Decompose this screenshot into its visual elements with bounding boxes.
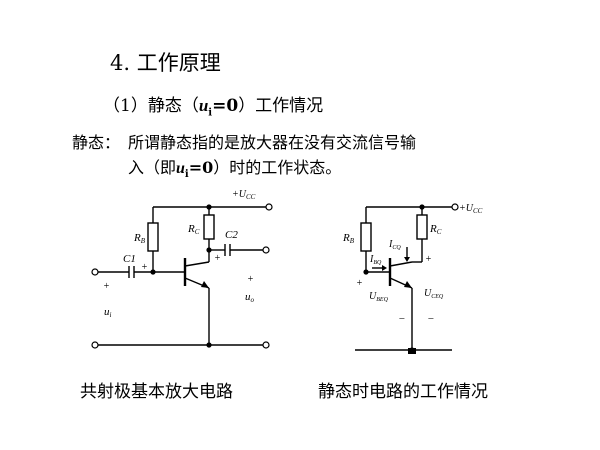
right-junction-base (363, 269, 369, 275)
right-uce-minus: − (427, 313, 434, 325)
definition-var-sub: i (184, 169, 189, 181)
definition-line-2: 入（即ui=0）时的工作状态。 (128, 154, 341, 180)
definition-line2-prefix: 入（即 (128, 158, 177, 177)
left-output-ground-terminal (262, 341, 270, 349)
right-vcc-label: +UCC (459, 203, 483, 215)
left-junction-base (150, 269, 156, 275)
right-vcc-terminal (451, 203, 459, 211)
right-circuit-wires (355, 206, 452, 351)
left-rb-label: RB (133, 232, 146, 245)
left-circuit-wires (98, 206, 266, 346)
left-output-terminal (262, 246, 270, 254)
right-ground-mark (408, 348, 416, 354)
left-vcc-terminal (265, 203, 273, 211)
right-junction-top (419, 204, 425, 210)
subsection-title: （1）静态（ui=0）工作情况 (103, 91, 323, 118)
left-vcc-label: +UCC (232, 189, 256, 201)
left-input-plus: + (103, 281, 110, 292)
left-input-terminal (91, 268, 99, 276)
subsection-var: u (198, 96, 209, 115)
definition-label: 静态： (72, 133, 121, 152)
right-uceq-label: UCEQ (424, 288, 444, 300)
left-junction-collector (206, 247, 212, 253)
section-title: 4. 工作原理 (110, 51, 221, 75)
left-c1-plus: + (141, 262, 148, 273)
definition-line-1: 所谓静态指的是放大器在没有交流信号输 (128, 133, 417, 152)
right-rb-label: RB (342, 232, 355, 245)
right-icq-label: ICQ (388, 239, 401, 251)
left-uo-label: uo (245, 291, 255, 304)
right-rc-plus: + (425, 254, 432, 265)
caption-left: 共射极基本放大电路 (80, 382, 233, 402)
left-c2-plus: + (214, 253, 221, 264)
left-rc-resistor (203, 214, 215, 240)
left-rb-resistor (147, 222, 159, 252)
left-junction-top (206, 204, 212, 210)
ibq-arrow-head (382, 265, 387, 271)
left-output-plus: + (247, 274, 254, 285)
right-rb-resistor (360, 222, 372, 252)
caption-right: 静态时电路的工作情况 (318, 382, 488, 402)
definition-line2-suffix: ）时的工作状态。 (213, 158, 342, 177)
definition-var: u (176, 160, 185, 177)
right-ube-minus: − (398, 313, 405, 325)
subsection-var-sub: i (208, 107, 213, 119)
subsection-eq: =0 (212, 96, 239, 116)
left-c2-label: C2 (225, 229, 238, 241)
right-ibq-label: IBQ (369, 254, 382, 266)
left-emitter-arrow (201, 281, 209, 288)
right-emitter-arrow (404, 281, 412, 288)
right-rc-label: RC (429, 223, 442, 236)
right-rc-resistor (416, 214, 428, 240)
left-c1-capacitor (128, 266, 135, 278)
subsection-suffix: ）工作情况 (238, 96, 324, 116)
definition-eq: =0 (188, 158, 214, 177)
subsection-prefix: （1）静态（ (103, 96, 199, 116)
left-c1-label: C1 (123, 253, 136, 265)
left-junction-ground (206, 342, 212, 348)
right-ubeq-label: UBEQ (369, 291, 389, 303)
icq-arrow-head (404, 257, 410, 262)
left-c2-capacitor (224, 244, 231, 256)
left-input-ground-terminal (91, 341, 99, 349)
right-ube-plus: + (356, 278, 363, 289)
left-ui-label: ui (104, 306, 112, 319)
left-rc-label: RC (187, 223, 200, 236)
